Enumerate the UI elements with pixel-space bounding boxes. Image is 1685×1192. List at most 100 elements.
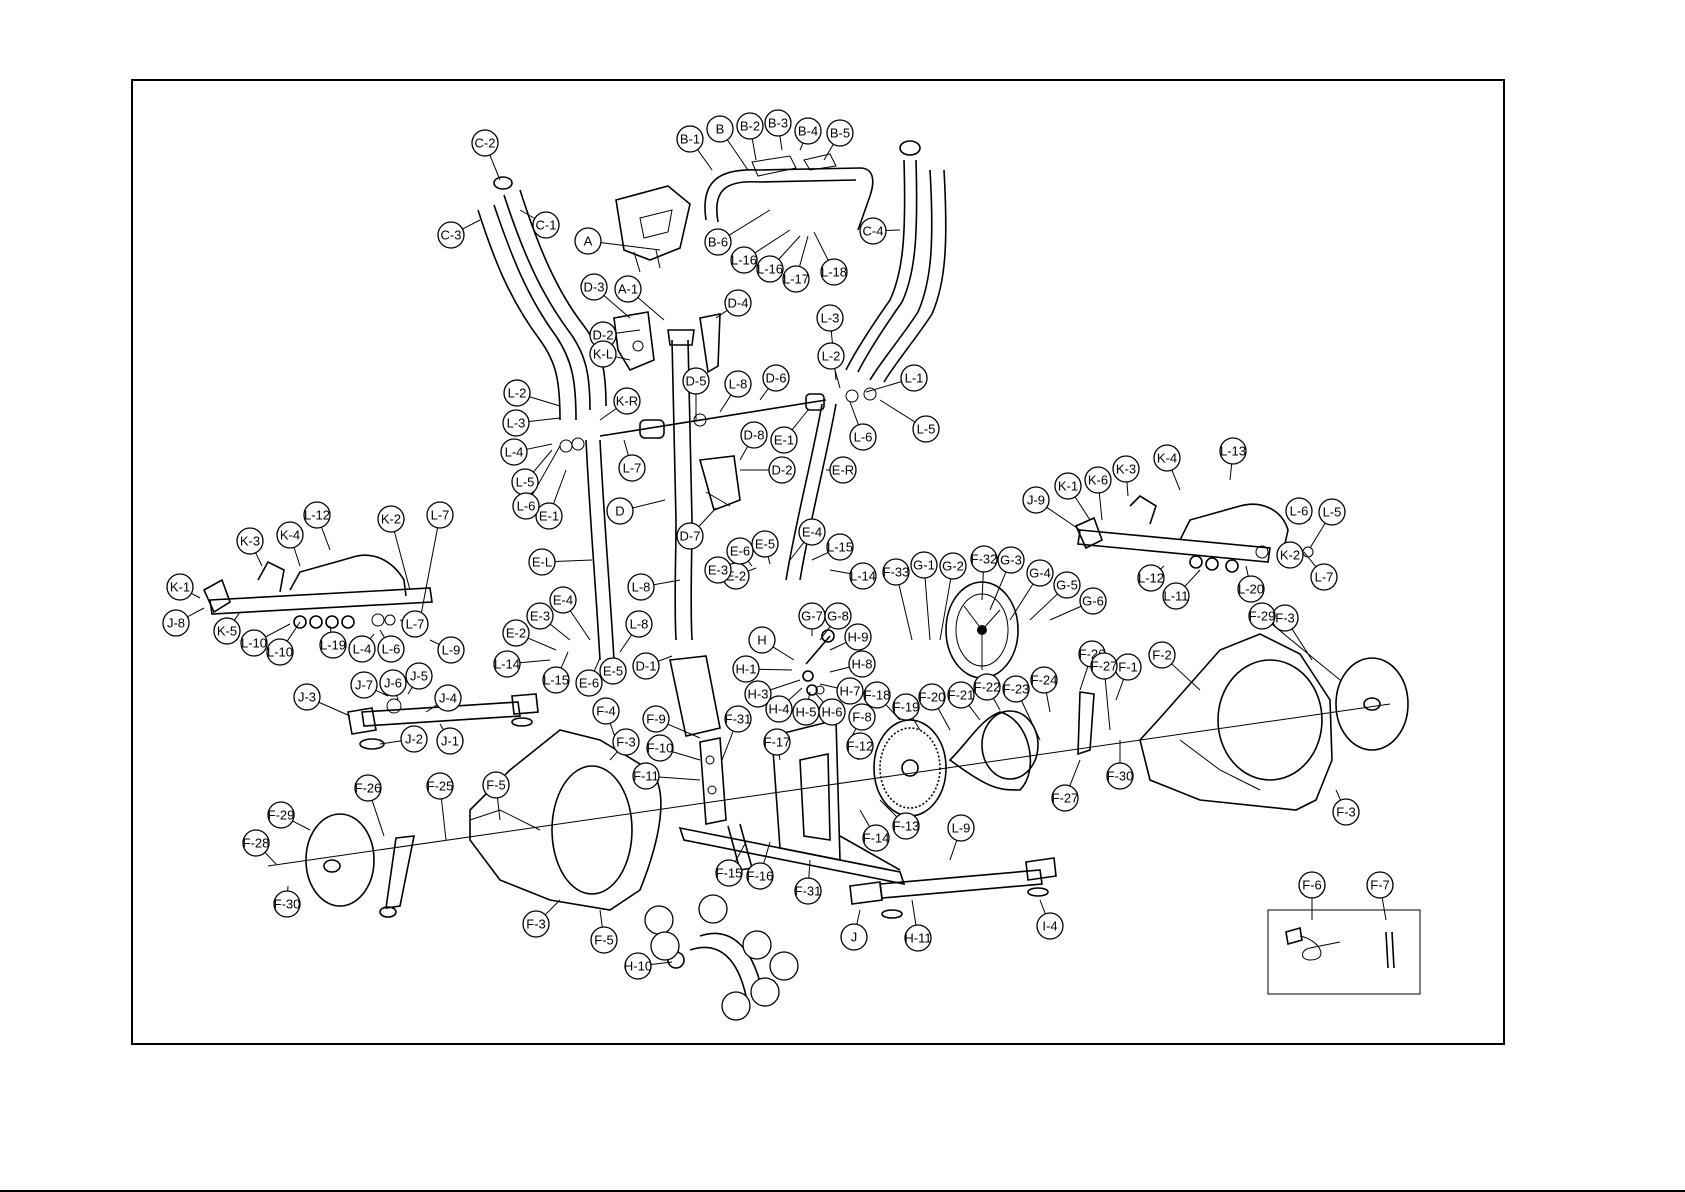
leader-line [615,356,631,361]
part-callout-f-24: F-24 [1030,666,1058,694]
part-callout-f-32: F-32 [970,545,998,573]
part-callout-f-4: F-4 [592,697,620,725]
callout-label: L-19 [320,638,346,653]
callout-label: E-3 [708,563,728,578]
leader-line [1009,583,1034,621]
leader-line [719,394,732,413]
callout-bubble [1219,437,1247,465]
callout-bubble [1153,444,1181,472]
callout-label: H-8 [852,657,873,672]
callout-label: D-7 [680,529,701,544]
callout-label: J-6 [384,676,402,691]
callout-bubble [682,367,710,395]
crank-arm-left [379,835,415,918]
part-callout-h-10: H-10 [624,952,652,980]
callout-bubble [1106,762,1134,790]
leader-line [1098,492,1103,521]
leader-line [1029,593,1058,621]
part-callout-j-8: J-8 [162,609,190,637]
part-callout-d-1: D-1 [632,652,660,680]
leader-line [939,578,952,641]
callout-bubble [824,602,852,630]
part-callout-f-3: F-3 [1271,604,1299,632]
callout-bubble [782,265,810,293]
callout-bubble [736,112,764,140]
part-callout-f-31: F-31 [794,877,822,905]
callout-label: F-11 [633,769,659,784]
callout-bubble [273,890,301,918]
callout-bubble [849,562,877,590]
leader-line [770,679,801,691]
leader-line [728,209,771,236]
callout-label: K-3 [1116,462,1136,477]
leader-line [788,687,803,701]
callout-label: H-7 [840,684,861,699]
callout-label: K-6 [1088,473,1108,488]
callout-label: E-2 [506,626,526,641]
drive-belt [948,710,1039,791]
callout-bubble [503,379,531,407]
part-callout-j-7: J-7 [350,671,378,699]
left-cover-shroud [469,729,662,911]
callout-label: G-3 [1000,553,1022,568]
part-callout-l-3: L-3 [816,304,844,332]
leader-line [569,610,591,641]
callout-bubble [437,636,465,664]
part-callout-a-1: A-1 [614,275,642,303]
leader-line [912,717,921,731]
callout-label: F-22 [974,680,1001,695]
callout-bubble [426,772,454,800]
callout-label: F-8 [852,710,872,725]
part-callout-l-16: L-16 [756,255,784,283]
callout-label: C-2 [475,136,496,151]
part-callout-j-4: J-4 [434,684,462,712]
callout-label: L-10 [267,645,293,660]
part-callout-f-20: F-20 [918,683,946,711]
leader-line [600,242,661,251]
callout-bubble [794,877,822,905]
callout-label: B-1 [680,132,700,147]
callout-bubble [1237,575,1265,603]
callout-label: L-8 [729,377,748,392]
callout-label: F-31 [795,884,822,899]
leader-line [924,577,931,641]
leader-line [1074,496,1091,521]
leader-line [754,229,791,254]
callout-bubble [863,681,891,709]
leader-line [653,579,681,586]
leader-line [393,531,411,591]
part-callout-l-7: L-7 [1310,563,1338,591]
callout-bubble [947,814,975,842]
leader-line [747,560,753,567]
callout-bubble [405,662,433,690]
callout-bubble [528,548,556,576]
blank-part-callout [650,931,680,961]
blank-part-callout [698,894,728,924]
callout-label: F-16 [747,869,774,884]
callout-bubble [750,977,780,1007]
callout-bubble [676,125,704,153]
callout-label: D-6 [766,371,787,386]
callout-bubble [849,423,877,451]
part-callout-f-33: F-33 [882,558,910,586]
leader-line [865,381,902,393]
callout-bubble [724,705,752,733]
leader-line [265,623,291,638]
leader-line [1045,692,1051,713]
leader-line [599,909,603,928]
callout-bubble [1148,641,1176,669]
leader-line [657,655,673,662]
callout-bubble [973,673,1001,701]
part-callout-h-6: H-6 [818,698,846,726]
callout-label: L-16 [757,262,783,277]
callout-bubble [1053,571,1081,599]
callout-label: F-5 [594,933,614,948]
part-callout-k-1: K-1 [1054,472,1082,500]
leader-line [1335,789,1342,801]
part-callout-k-5: K-5 [213,617,241,645]
callout-label: F-18 [864,688,891,703]
leader-line [1069,759,1081,787]
part-callout-l-9: L-9 [947,814,975,842]
part-callout-l-8: L-8 [724,370,752,398]
